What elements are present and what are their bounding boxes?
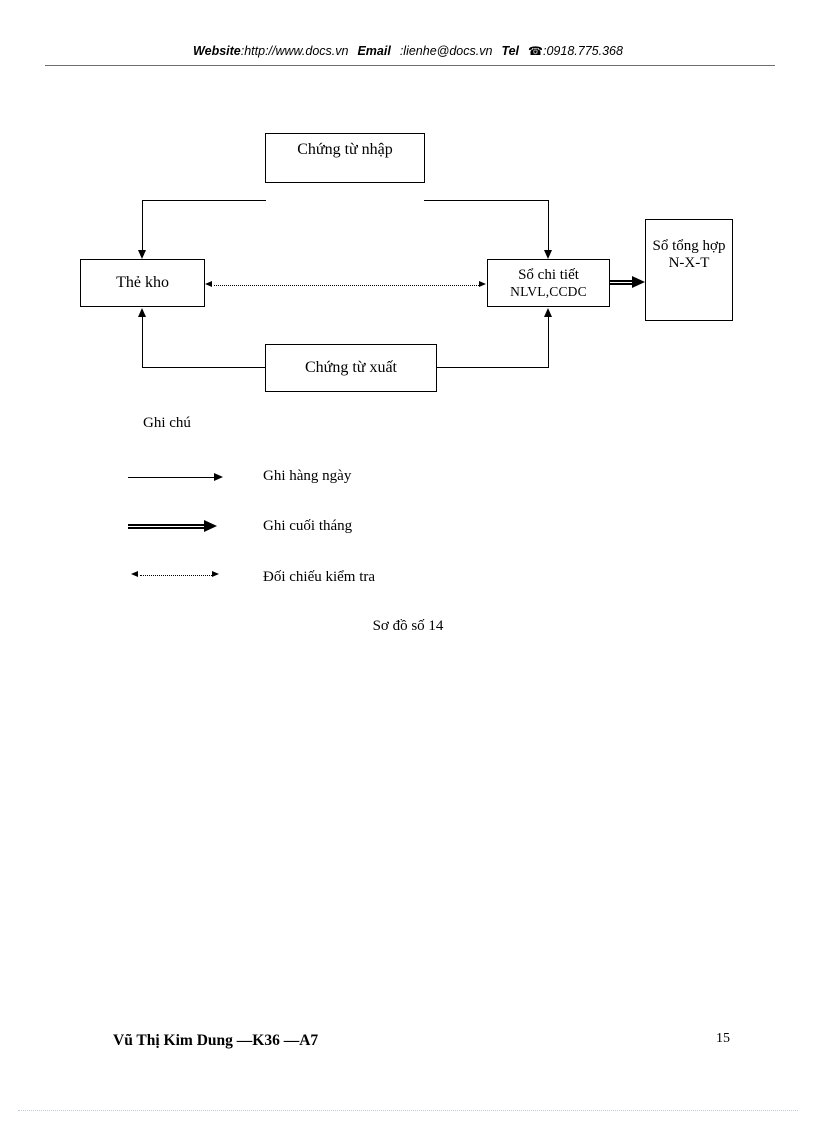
node-chung-tu-nhap-label: Chứng từ nhập — [297, 141, 393, 158]
header-email-value: lienhe@docs.vn — [403, 44, 493, 58]
telephone-icon: ☎ — [528, 44, 543, 58]
header-website-label: Website — [193, 44, 241, 58]
legend-arrowhead-check-left — [131, 571, 138, 577]
node-so-tong-hop-label: Sổ tổng hợp N-X-T — [652, 238, 726, 271]
legend-label-daily: Ghi hàng ngày — [263, 468, 352, 484]
footer-page-number: 15 — [716, 1031, 730, 1046]
header-tel-sep: : — [543, 44, 547, 58]
diagram-caption: Sơ đồ số 14 — [372, 618, 444, 634]
arrowhead-xuat-to-sochitiet — [544, 308, 552, 317]
node-the-kho-label: Thẻ kho — [116, 274, 169, 292]
edge-xuat-to-sochitiet-vertical — [548, 317, 549, 368]
header-divider — [45, 65, 775, 66]
legend-label-check: Đối chiếu kiểm tra — [263, 569, 376, 585]
node-chung-tu-nhap: Chứng từ nhập — [265, 133, 425, 183]
legend-line-check — [140, 575, 212, 576]
legend-title: Ghi chú — [143, 415, 191, 431]
node-so-tong-hop: Sổ tổng hợp N-X-T — [645, 219, 733, 321]
node-chung-tu-xuat-label: Chứng từ xuất — [304, 359, 397, 377]
node-chung-tu-xuat: Chứng từ xuất — [265, 344, 437, 392]
node-so-chi-tiet: Sổ chi tiết NLVL,CCDC — [487, 259, 610, 307]
header-website-sep: : — [240, 44, 245, 58]
edge-nhap-to-thekho-horizontal — [142, 200, 266, 201]
header-tel-value: 0918.775.368 — [546, 44, 623, 58]
header-tel-label: Tel — [501, 44, 520, 58]
edge-xuat-to-thekho-horizontal — [142, 367, 266, 368]
node-so-chi-tiet-label-line1: Sổ chi tiết — [518, 267, 579, 284]
flowchart-diagram: Chứng từ nhập Thẻ kho Sổ chi tiết NLVL,C… — [80, 133, 733, 392]
edge-xuat-to-sochitiet-horizontal — [436, 367, 549, 368]
edge-xuat-to-thekho-vertical — [142, 317, 143, 368]
header-email-sep: : — [399, 44, 404, 58]
edge-sochitiet-to-sotonghop-double — [610, 280, 635, 285]
edge-nhap-to-sochitiet-vertical — [548, 200, 549, 251]
legend-label-monthly: Ghi cuối tháng — [263, 518, 353, 534]
arrowhead-xuat-to-thekho — [138, 308, 146, 317]
header-email-label: Email — [357, 44, 391, 58]
node-so-chi-tiet-label-line2: NLVL,CCDC — [510, 283, 587, 299]
arrowhead-sochitiet-to-sotonghop — [632, 276, 645, 288]
footer-author: Vũ Thị Kim Dung —K36 —A7 — [113, 1032, 319, 1049]
footer-divider — [18, 1110, 798, 1111]
edge-nhap-to-thekho-vertical — [142, 200, 143, 251]
legend-arrowhead-monthly — [204, 520, 217, 532]
header-website-value: http://www.docs.vn — [244, 44, 349, 58]
legend-line-daily — [128, 477, 216, 478]
edge-reconciliation-dotted — [214, 285, 479, 286]
node-the-kho: Thẻ kho — [80, 259, 205, 307]
legend-arrowhead-daily — [214, 473, 223, 481]
arrowhead-reconciliation-left — [205, 281, 212, 287]
arrowhead-nhap-to-thekho — [138, 250, 146, 259]
legend-arrowhead-check-right — [212, 571, 219, 577]
arrowhead-reconciliation-right — [479, 281, 486, 287]
legend-line-monthly — [128, 524, 206, 529]
arrowhead-nhap-to-sochitiet — [544, 250, 552, 259]
edge-nhap-to-sochitiet-horizontal — [424, 200, 549, 201]
